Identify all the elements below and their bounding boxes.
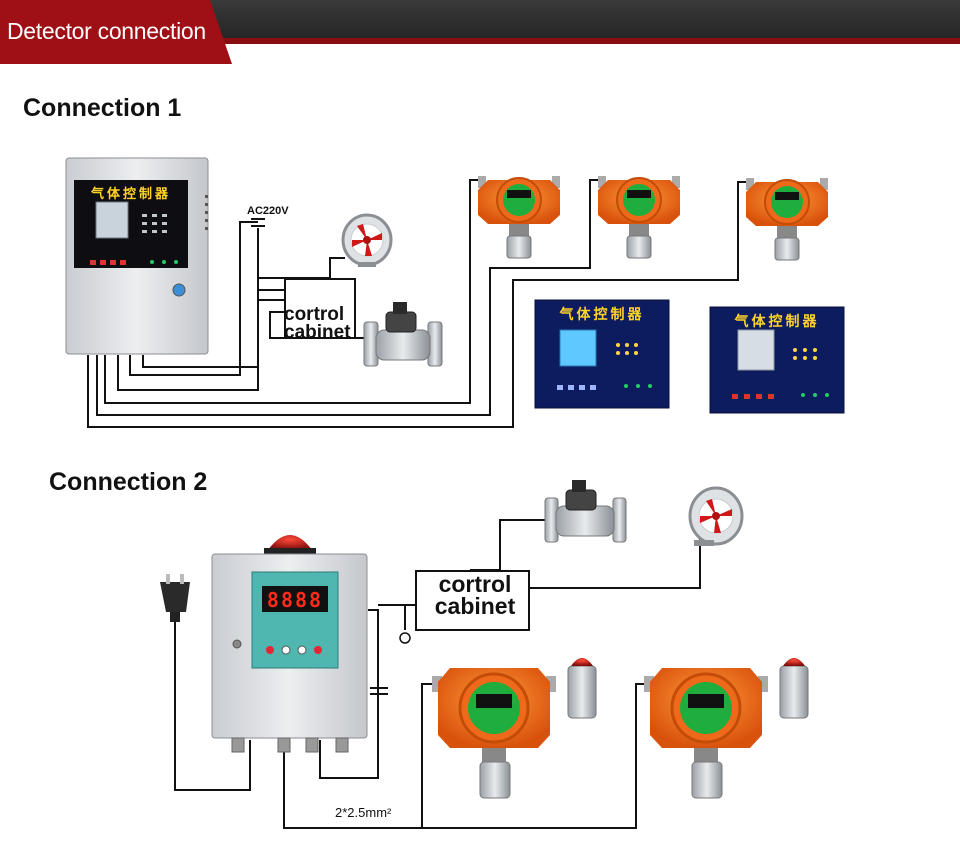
detector2-1-wire xyxy=(421,683,438,828)
cabinet2-wire-a xyxy=(319,609,379,779)
detector3-wire xyxy=(87,181,748,428)
valve2-wire xyxy=(470,519,545,571)
gas-controller-1 xyxy=(65,157,209,355)
gas-detector-1-3 xyxy=(746,178,828,261)
valve-wire xyxy=(269,311,370,339)
detector2-wire xyxy=(96,179,600,416)
gas-controller-panel-left xyxy=(534,299,670,409)
gas-detector-2-1 xyxy=(432,658,597,799)
power-terminal xyxy=(251,218,265,227)
control-cabinet-1-frame xyxy=(284,278,356,338)
panel-right-title: 气体控制器 xyxy=(734,314,820,330)
wire-terminal-2 xyxy=(370,687,388,695)
power-wire-a xyxy=(129,221,258,376)
power-plug xyxy=(160,574,190,622)
ground-terminal xyxy=(399,632,411,644)
gas-detector-2-2 xyxy=(644,658,809,799)
connection2-title: Connection 2 xyxy=(49,468,208,496)
control-cabinet-2-label: cortrol cabinet xyxy=(434,571,516,619)
header-accent-stripe xyxy=(0,38,960,44)
header-tab xyxy=(0,0,232,64)
detector1-wire xyxy=(104,179,480,404)
connection1-wires xyxy=(87,179,748,428)
control-cabinet-2 xyxy=(415,570,530,631)
exhaust-fan-2 xyxy=(688,486,744,546)
control-cabinet-1-label: cortrol cabinet xyxy=(284,304,351,344)
cabinet-wire xyxy=(117,299,284,391)
header-title: Detector connection xyxy=(7,18,206,44)
fan2-wire xyxy=(528,530,701,589)
controller-1-title: 气体控制器 xyxy=(90,187,171,202)
power-label: AC220V xyxy=(247,205,289,217)
exhaust-fan-1 xyxy=(341,213,393,267)
cable-spec-label: 2*2.5mm² xyxy=(335,805,392,820)
plug-wire xyxy=(174,620,251,791)
controller-2-display: 8888 xyxy=(266,588,324,612)
detector2-2-wire xyxy=(283,683,650,829)
panel-left-title: 气体控制器 xyxy=(559,307,645,323)
control-cabinet-1 xyxy=(284,278,356,338)
solenoid-valve-1 xyxy=(363,302,443,367)
gas-controller-2 xyxy=(211,535,368,753)
gas-controller-panel-right xyxy=(709,306,845,414)
power-wire-b xyxy=(142,228,259,368)
gas-detector-1-2 xyxy=(598,176,680,259)
solenoid-valve-2 xyxy=(544,480,627,543)
gas-detector-1-1 xyxy=(478,176,560,259)
connection1-title: Connection 1 xyxy=(23,94,182,122)
